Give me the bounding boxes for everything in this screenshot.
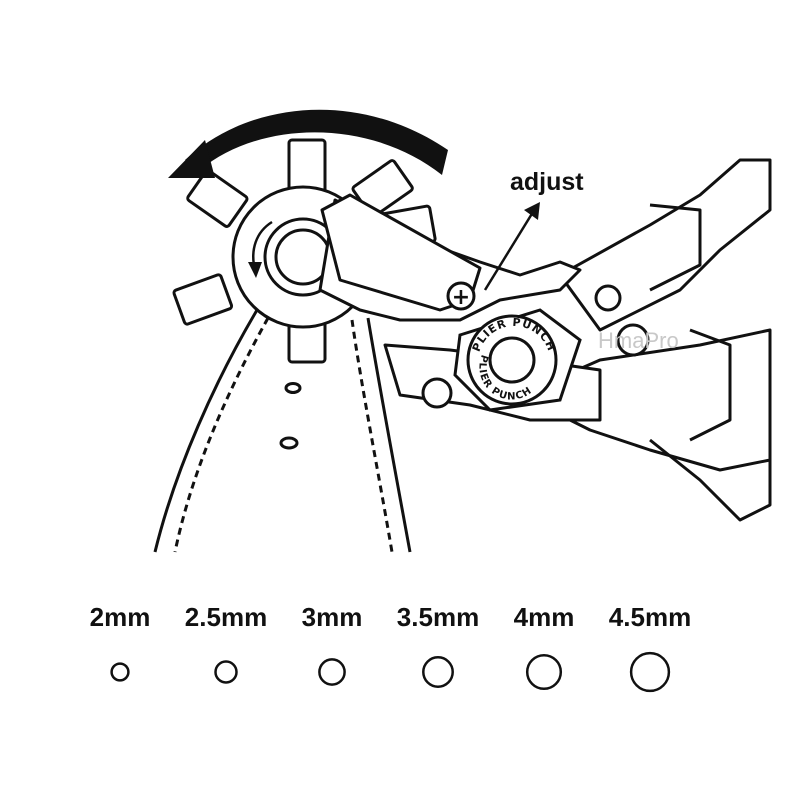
handle-grip-tail: [649, 438, 772, 522]
leather-belt: [153, 304, 412, 553]
rotation-arrow-icon: [168, 109, 448, 178]
hole-size-circle: [318, 658, 346, 686]
hole-size-label: 3mm: [301, 602, 363, 632]
hole-size-label: 4.5mm: [608, 602, 692, 632]
adjust-screw-symbol: +: [452, 285, 470, 310]
belt-left-stitching: [173, 317, 270, 553]
upper-handle: [558, 158, 772, 332]
plier-handles: [383, 158, 772, 522]
wheel-rotation-arrow-icon: [248, 220, 273, 278]
punch-tube-left: [172, 273, 234, 326]
watermark: HmaPro: [598, 328, 679, 353]
hole-size-label: 4mm: [513, 602, 575, 632]
belt-right-edge: [366, 317, 412, 553]
rivet-3: [421, 377, 453, 409]
belt-hole-2: [279, 436, 299, 450]
upper-jaw-lever: +: [318, 193, 582, 322]
lower-handle-bend: [689, 328, 732, 442]
punch-tube-upper-left: [186, 169, 249, 228]
ring-inner: [488, 336, 536, 384]
belt-left-edge: [153, 304, 262, 553]
hole-size-label: 2.5mm: [184, 602, 268, 632]
hole-size-circle: [214, 660, 238, 684]
hole-size-circles: [110, 651, 671, 693]
hole-size-circle: [422, 656, 454, 688]
hole-size-circle: [110, 662, 130, 682]
hole-size-circle: [525, 653, 563, 691]
plier-punch-ring: PLIER PUNCH PLIER PUNCH: [453, 308, 582, 412]
rivet-1: [594, 284, 622, 312]
hole-size-label: 2mm: [89, 602, 151, 632]
upper-handle-inner: [649, 203, 702, 292]
hole-size-circle: [629, 651, 671, 693]
rivet-2: [616, 323, 650, 357]
belt-hole-1: [284, 382, 302, 394]
hole-size-label: 3.5mm: [396, 602, 480, 632]
belt-right-stitching: [350, 319, 394, 553]
adjust-screw: [446, 281, 476, 311]
adjust-label: adjust: [510, 168, 584, 196]
adjust-pointer-arrow-icon: [483, 202, 540, 291]
